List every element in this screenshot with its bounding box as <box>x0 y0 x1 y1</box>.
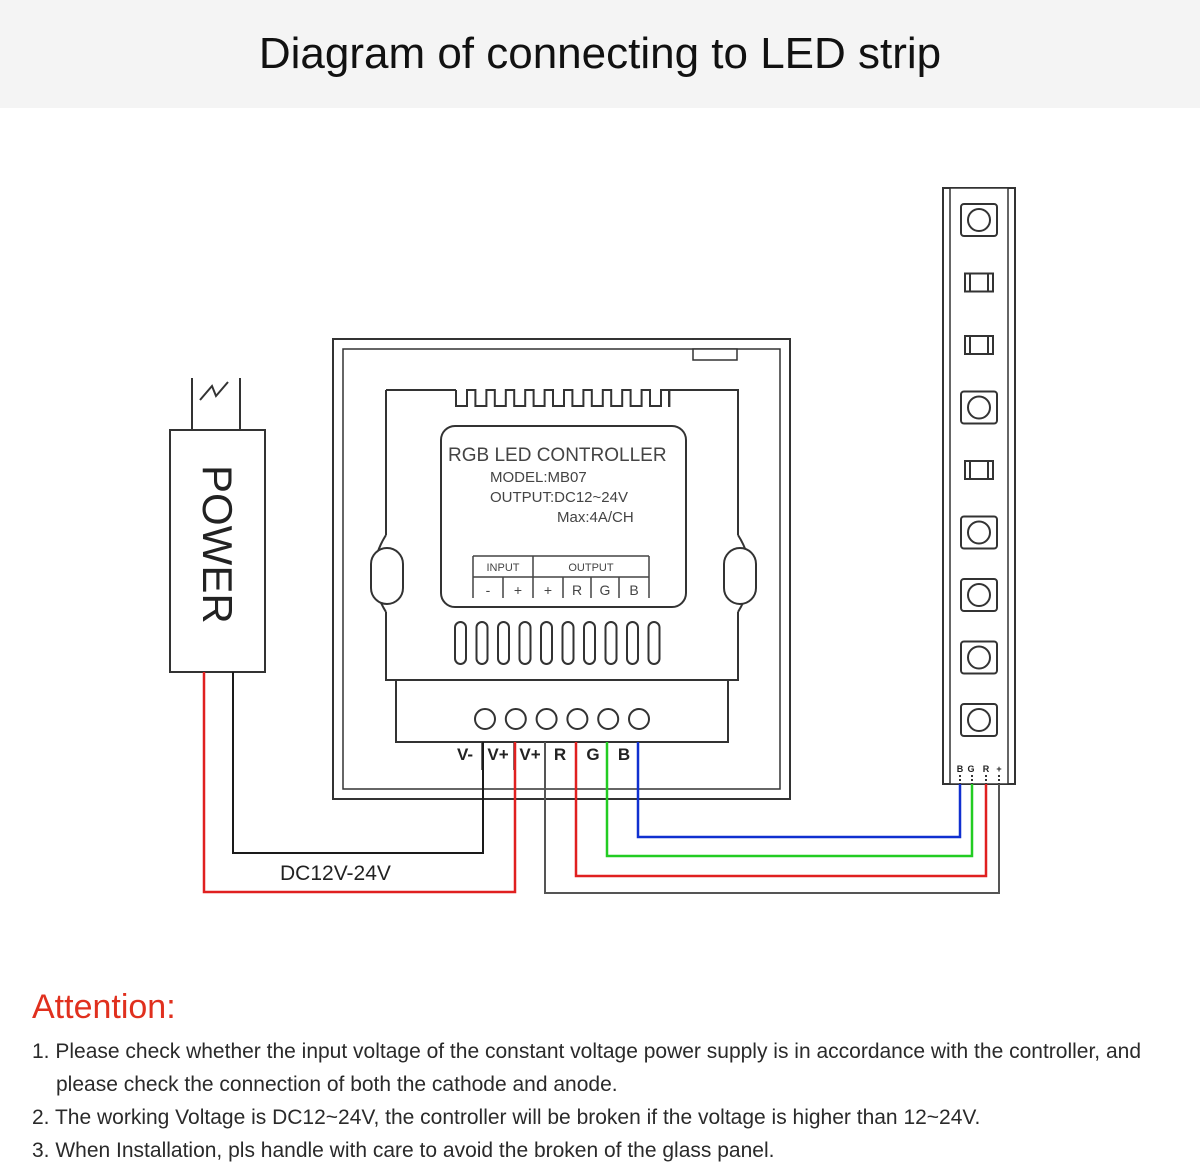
terminal-screw <box>566 708 589 730</box>
wires <box>202 672 1000 894</box>
terminal-screw <box>597 708 620 730</box>
wire-common <box>544 742 1000 894</box>
attention-item: 2. The working Voltage is DC12~24V, the … <box>32 1106 981 1129</box>
terminal-label: B <box>618 745 630 764</box>
slot <box>583 621 596 665</box>
attention-list: 1. Please check whether the input voltag… <box>32 1035 1182 1167</box>
power-supply: POWER <box>169 378 266 673</box>
led-strip: B G R + <box>942 187 1016 785</box>
output-cell: B <box>629 582 638 598</box>
io-table: INPUT OUTPUT - + + R G B <box>472 555 650 598</box>
attention-item: 1. Please check whether the input voltag… <box>32 1040 1142 1096</box>
page-title: Diagram of connecting to LED strip <box>258 29 942 78</box>
terminal-label: V- <box>457 745 473 764</box>
resistor <box>964 272 994 293</box>
terminal-screw <box>535 708 558 730</box>
resistor-contacts <box>969 336 989 354</box>
terminal-screws <box>474 708 650 730</box>
terminal-label: R <box>554 745 566 764</box>
led-lens <box>967 395 991 420</box>
controller-name: RGB LED CONTROLLER <box>448 445 667 466</box>
strip-pin-label: + <box>996 764 1001 774</box>
wire-blue <box>636 742 962 839</box>
led-chips <box>959 203 1000 784</box>
voltage-label: DC12V-24V <box>280 862 391 885</box>
attention-section: Attention: 1. Please check whether the i… <box>32 988 1182 1167</box>
slot <box>454 621 467 665</box>
resistor <box>964 460 994 480</box>
terminal-screw <box>474 708 496 730</box>
mount-hole-left <box>370 547 404 605</box>
wire-negative <box>232 672 484 854</box>
strip-pin-label: G <box>967 764 974 774</box>
output-cell: + <box>544 582 552 598</box>
resistor <box>964 335 994 355</box>
slot <box>497 621 510 665</box>
terminal-label: V+ <box>519 745 540 764</box>
input-cell: - <box>486 582 491 598</box>
slot <box>561 621 575 665</box>
controller-max: Max:4A/CH <box>557 509 634 526</box>
terminal-label: V+ <box>487 745 508 764</box>
wiring-diagram: POWER RGB LED CONTROLLER MODEL:MB07 OUTP… <box>169 187 1016 894</box>
title-bar: Diagram of connecting to LED strip <box>0 0 1200 108</box>
controller-output: OUTPUT:DC12~24V <box>490 489 628 506</box>
attention-heading: Attention: <box>32 988 176 1026</box>
slot <box>626 621 639 665</box>
led-lens <box>967 708 991 732</box>
terminal-screw <box>628 708 650 730</box>
slot <box>518 621 532 665</box>
led-lens <box>967 583 991 607</box>
controller-panel: RGB LED CONTROLLER MODEL:MB07 OUTPUT:DC1… <box>332 338 791 800</box>
resistor-contacts <box>969 273 989 292</box>
output-cell: G <box>600 582 611 598</box>
wire-red <box>574 742 988 878</box>
strip-pin-label: B <box>957 764 964 774</box>
led-lens <box>967 520 991 545</box>
terminal-label: G <box>586 745 599 764</box>
wire-green <box>605 742 974 858</box>
slot <box>475 621 489 665</box>
slot <box>540 621 553 665</box>
controller-model: MODEL:MB07 <box>490 469 587 486</box>
led-lens <box>967 645 991 670</box>
input-header: INPUT <box>487 562 520 574</box>
terminal-screw <box>504 708 527 730</box>
attention-item: 3. When Installation, pls handle with ca… <box>32 1139 775 1162</box>
mount-hole-right <box>723 547 757 605</box>
connector-pins <box>455 389 671 407</box>
output-header: OUTPUT <box>568 562 614 574</box>
terminal-slots <box>454 621 661 665</box>
resistor-contacts <box>969 461 989 479</box>
slot <box>604 621 618 665</box>
strip-pin-label: R <box>983 764 990 774</box>
power-label: POWER <box>194 465 241 624</box>
output-cell: R <box>572 582 582 598</box>
wire-positive-in <box>202 672 517 894</box>
slot <box>647 621 661 665</box>
input-cell: + <box>514 582 522 598</box>
led-lens <box>967 208 991 232</box>
